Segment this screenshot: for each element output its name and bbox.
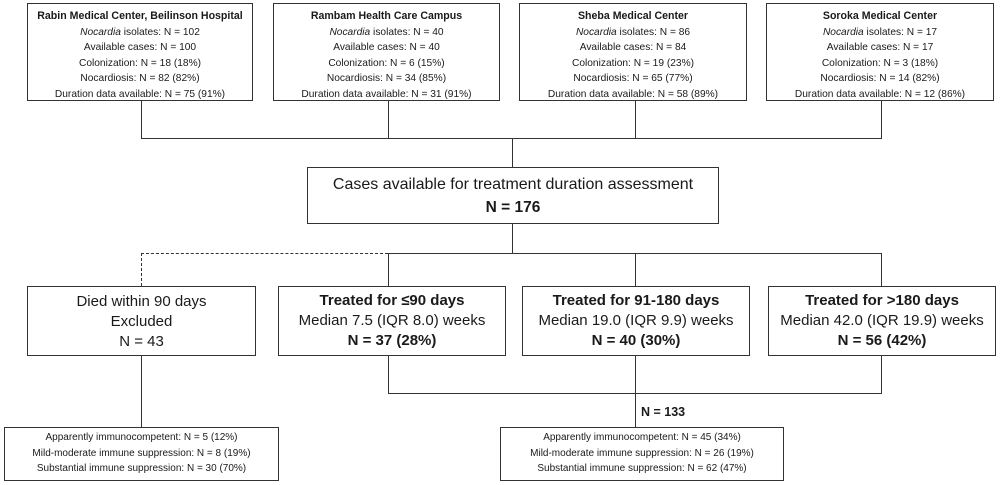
colonization-line: Colonization: N = 3 (18%) [821,57,939,69]
available-line: Available cases: N = 100 [83,42,197,53]
hospital-box-rambam: Rambam Health Care Campus Nocardia isola… [273,3,500,101]
connector-treated2-up [635,253,637,286]
substantial-line: Substantial immune suppression: N = 62 (… [537,463,747,474]
available-line: Available cases: N = 17 [826,42,934,53]
hospital-name: Sheba Medical Center [577,10,689,22]
connector-hosp2-down [388,101,390,139]
excluded-box: Died within 90 days Excluded N = 43 [27,286,256,356]
duration-line: Duration data available: N = 12 (86%) [794,88,966,100]
connector-treated1-down [388,356,390,394]
treated-count: N = 37 (28%) [347,332,437,349]
isolates-line: Nocardia isolates: N = 102 [80,26,200,38]
treated-title: Treated for >180 days [805,292,959,309]
excluded-count: N = 43 [119,333,164,350]
hospital-box-sheba: Sheba Medical Center Nocardia isolates: … [519,3,747,101]
immunocompetent-line: Apparently immunocompetent: N = 45 (34%) [543,432,741,443]
treated-count: N = 56 (42%) [837,332,927,349]
treated-box-short: Treated for ≤90 days Median 7.5 (IQR 8.0… [278,286,506,356]
treated-title: Treated for 91-180 days [552,292,720,309]
central-box: Cases available for treatment duration a… [307,167,719,224]
treated-median: Median 19.0 (IQR 9.9) weeks [538,312,734,329]
connector-treated3-up [881,253,883,286]
mild-moderate-line: Mild-moderate immune suppression: N = 8 … [32,447,251,459]
hospital-name: Soroka Medical Center [822,10,938,22]
substantial-line: Substantial immune suppression: N = 30 (… [36,463,247,474]
duration-line: Duration data available: N = 58 (89%) [547,88,719,100]
mild-moderate-line: Mild-moderate immune suppression: N = 26… [530,447,754,459]
treated-box-long: Treated for >180 days Median 42.0 (IQR 1… [768,286,996,356]
immunocompetent-line: Apparently immunocompetent: N = 5 (12%) [45,432,238,443]
connector-treated2-down [635,356,637,427]
excluded-immune-box: Apparently immunocompetent: N = 5 (12%) … [4,427,279,481]
hospital-box-soroka: Soroka Medical Center Nocardia isolates:… [766,3,994,101]
connector-excluded-down [141,356,143,427]
treated-box-medium: Treated for 91-180 days Median 19.0 (IQR… [522,286,750,356]
excluded-line1: Died within 90 days [76,293,207,310]
isolates-line: Nocardia isolates: N = 40 [329,26,444,38]
connector-to-central [512,138,514,167]
nocardiosis-line: Nocardiosis: N = 14 (82%) [820,73,940,84]
connector-hosp1-down [141,101,143,139]
hospital-name: Rambam Health Care Campus [310,10,463,22]
connector-treated3-down [881,356,883,394]
connector-top-horizontal [141,138,882,140]
central-title: Cases available for treatment duration a… [332,176,694,193]
treated-median: Median 7.5 (IQR 8.0) weeks [298,312,486,329]
nocardiosis-line: Nocardiosis: N = 34 (85%) [326,73,447,84]
connector-excluded-dashed-down [141,253,142,286]
central-count: N = 176 [485,199,541,216]
connector-hosp4-down [881,101,883,139]
colonization-line: Colonization: N = 18 (18%) [78,57,202,69]
treated-total-label: N = 133 [641,405,686,419]
colonization-line: Colonization: N = 6 (15%) [328,57,445,69]
hospital-name: Rabin Medical Center, Beilinson Hospital [37,10,243,22]
nocardiosis-line: Nocardiosis: N = 82 (82%) [80,73,200,84]
excluded-line2: Excluded [110,313,173,330]
duration-line: Duration data available: N = 75 (91%) [54,88,226,100]
colonization-line: Colonization: N = 19 (23%) [571,57,695,69]
nocardiosis-line: Nocardiosis: N = 65 (77%) [573,73,693,84]
treated-title: Treated for ≤90 days [319,292,465,309]
treated-immune-box: Apparently immunocompetent: N = 45 (34%)… [500,427,784,481]
connector-treated-join [388,393,882,395]
connector-hosp3-down [635,101,637,139]
treated-median: Median 42.0 (IQR 19.9) weeks [780,312,984,329]
duration-line: Duration data available: N = 31 (91%) [301,88,472,100]
treated-count: N = 40 (30%) [591,332,681,349]
hospital-box-rabin: Rabin Medical Center, Beilinson Hospital… [27,3,253,101]
isolates-line: Nocardia isolates: N = 17 [822,26,938,38]
available-line: Available cases: N = 84 [579,42,687,53]
connector-central-down [512,224,514,254]
isolates-line: Nocardia isolates: N = 86 [575,26,691,38]
connector-treated1-up [388,253,390,286]
available-line: Available cases: N = 40 [333,42,440,53]
connector-excluded-dashed [141,253,388,254]
